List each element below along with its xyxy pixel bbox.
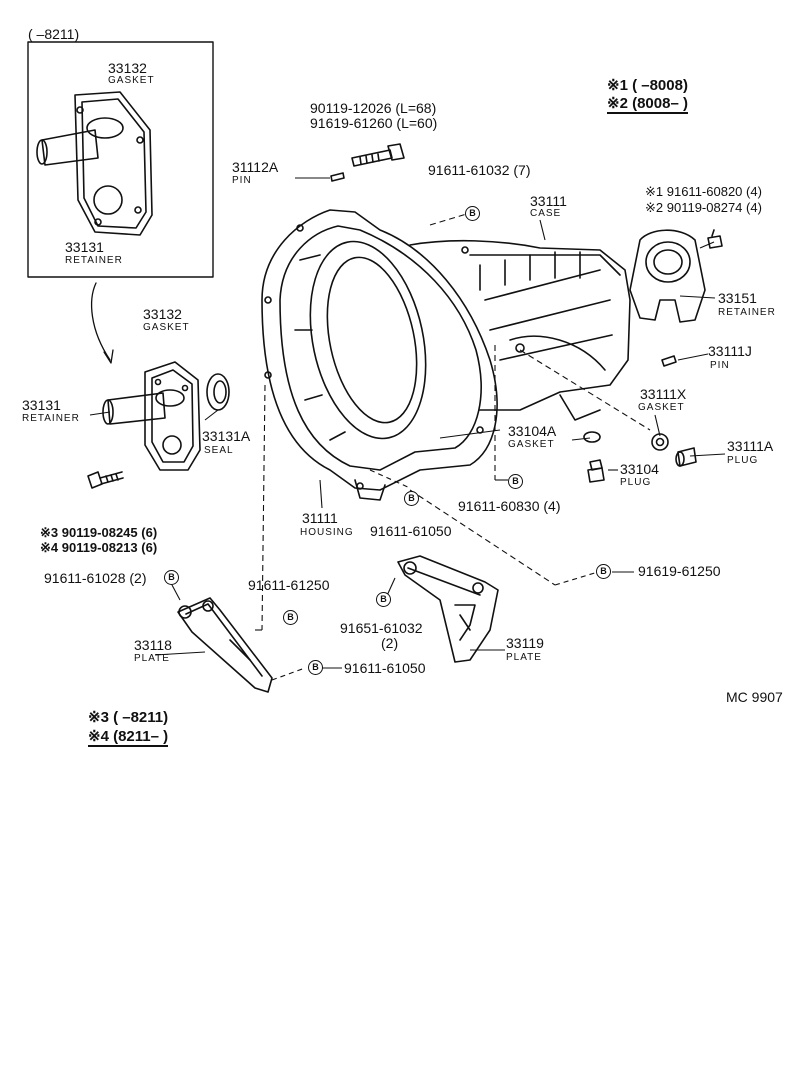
legend-note-3: ※3 ( –8211): [88, 709, 169, 726]
housing-31111-drawing: [261, 209, 498, 501]
pin-33111J-drawing: [661, 355, 677, 367]
housing-31111-name: HOUSING: [300, 527, 354, 538]
plug-33104-number: 33104: [620, 461, 659, 477]
gasket-33132-name: GASKET: [143, 322, 190, 333]
inset-box: [27, 41, 214, 278]
bolt-91619-61260-label: 91619-61260 (L=60): [310, 115, 438, 131]
pin-31112A-name: PIN: [232, 175, 252, 186]
gasket-33111X-drawing: [651, 433, 669, 451]
legend-note-4: ※4 (8211– ): [88, 728, 169, 747]
top-bolt-drawing: [351, 143, 405, 167]
inset-retainer-number: 33131: [65, 239, 104, 255]
gasket-33132-number: 33132: [143, 306, 182, 322]
pin-31112A-number: 31112A: [232, 159, 279, 175]
bolt-91651-61032-quantity: (2): [381, 635, 399, 651]
plate-33119-name: PLATE: [506, 652, 542, 663]
bolt-91619-61250-label: 91619-61250: [638, 563, 721, 579]
case-33111-name: CASE: [530, 208, 562, 219]
inset-range: ( –8211): [28, 26, 80, 42]
bolt-91611-61050-plate-label: 91611-61050: [344, 660, 426, 676]
bolt-90119-12026-label: 90119-12026 (L=68): [310, 100, 437, 116]
retainer-33131-number: 33131: [22, 397, 61, 413]
inset-gasket-number: 33132: [108, 60, 147, 76]
bolt-91611-61050-housing-label: 91611-61050: [370, 523, 452, 539]
gasket-33104A-drawing: [583, 431, 601, 443]
diagram-code: MC 9907: [726, 689, 783, 705]
gasket-33104A-name: GASKET: [508, 439, 555, 450]
gasket-33111X-number: 33111X: [640, 386, 687, 402]
inset-retainer-name: RETAINER: [65, 255, 123, 266]
pin-31112A-drawing: [330, 172, 345, 182]
plug-33104-drawing: [587, 459, 605, 483]
bolt-left-drawing: [87, 471, 124, 489]
inset-arrow: [91, 282, 111, 361]
bolt-marker: B: [308, 660, 323, 675]
seal-33131A-name: SEAL: [204, 445, 234, 456]
bolt-marker: B: [283, 610, 298, 625]
bolt-marker: B: [465, 206, 480, 221]
gasket-33111X-name: GASKET: [638, 402, 685, 413]
bolt-marker: B: [404, 491, 419, 506]
plug-33111A-drawing: [675, 447, 697, 467]
pin-33111J-number: 33111J: [708, 343, 752, 359]
bolt-marker: B: [164, 570, 179, 585]
inset-gasket-name: GASKET: [108, 75, 155, 86]
note4-bolt-label: ※4 90119-08213 (6): [40, 540, 158, 555]
plate-33119-drawing: [397, 555, 499, 663]
bolt-marker: B: [508, 474, 523, 489]
retainer-33151-drawing: [629, 229, 706, 323]
retainer-33131-drawing: [102, 361, 201, 471]
pin-33111J-name: PIN: [710, 360, 730, 371]
inset-retainer-drawing: [36, 91, 153, 236]
bolt-91611-61028-label: 91611-61028 (2): [44, 570, 147, 586]
bolt-91611-60830-label: 91611-60830 (4): [458, 498, 561, 514]
plate-33118-drawing: [177, 597, 273, 693]
plug-33104-name: PLUG: [620, 477, 652, 488]
retainer-33151-name: RETAINER: [718, 307, 776, 318]
seal-33131A-drawing: [206, 373, 230, 411]
legend-note-1: ※1 ( –8008): [607, 77, 688, 94]
bolt-91651-61032-label: 91651-61032: [340, 620, 423, 636]
bolt-marker: B: [376, 592, 391, 607]
bolt-91611-61250-label: 91611-61250: [248, 577, 330, 593]
plug-33111A-number: 33111A: [727, 438, 774, 454]
note2-bolt-label: ※2 90119-08274 (4): [645, 200, 762, 215]
gasket-33104A-number: 33104A: [508, 423, 557, 439]
retainer-33151-number: 33151: [718, 290, 757, 306]
case-33111-number: 33111: [530, 193, 567, 209]
bolt-marker: B: [596, 564, 611, 579]
plate-33118-name: PLATE: [134, 653, 170, 664]
plug-33111A-name: PLUG: [727, 455, 759, 466]
bolt-91611-61032-7-label: 91611-61032 (7): [428, 162, 531, 178]
plate-33119-number: 33119: [506, 635, 544, 651]
housing-31111-number: 31111: [302, 510, 338, 526]
seal-33131A-number: 33131A: [202, 428, 251, 444]
legend-note-2: ※2 (8008– ): [607, 95, 688, 114]
note3-bolt-label: ※3 90119-08245 (6): [40, 525, 158, 540]
plate-33118-number: 33118: [134, 637, 172, 653]
case-33111-drawing: [409, 239, 631, 421]
retainer-33131-name: RETAINER: [22, 413, 80, 424]
bolt-right-top-drawing: [707, 229, 723, 249]
note1-bolt-label: ※1 91611-60820 (4): [645, 184, 762, 199]
